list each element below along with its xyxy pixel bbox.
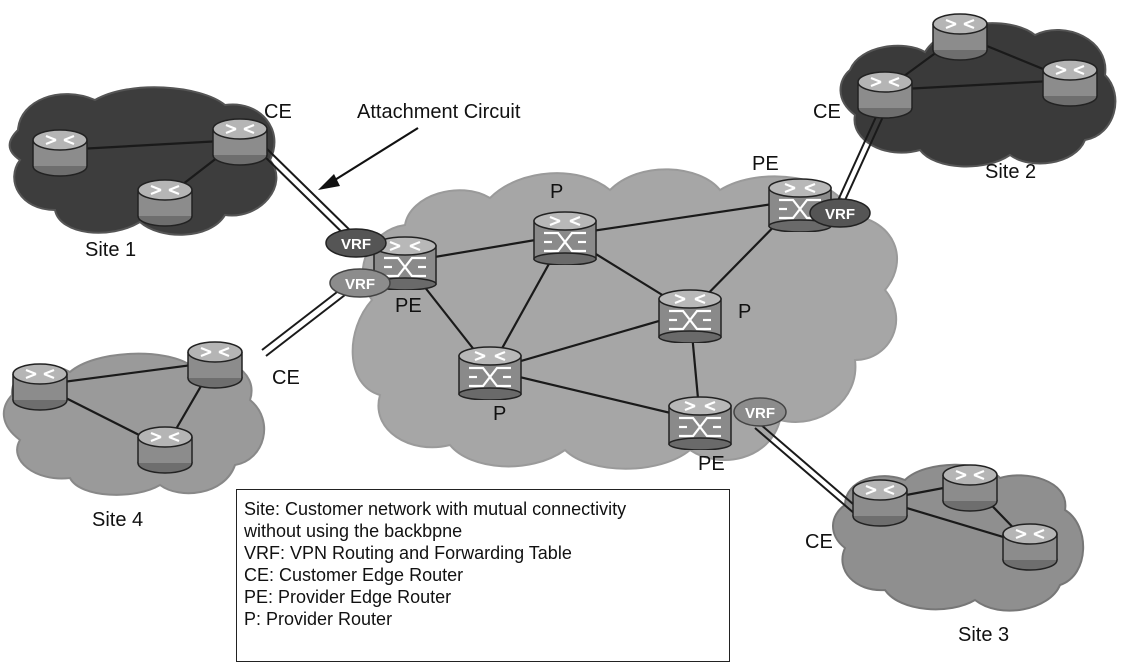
ce-router-site-3-icon: [851, 478, 909, 528]
vrf-tag-top-right: VRF: [809, 198, 871, 228]
vrf-tag-bottom: VRF: [733, 397, 787, 427]
site-3-label: Site 3: [958, 624, 1009, 646]
p-label-right: P: [738, 301, 751, 323]
vrf-label: VRF: [825, 206, 855, 223]
site-1-cloud: [8, 86, 278, 236]
p-router-top-icon: [532, 210, 598, 265]
pe-router-bottom-icon: [667, 395, 733, 450]
vrf-label: VRF: [745, 405, 775, 422]
vrf-label: VRF: [341, 236, 371, 253]
legend-line: VRF: VPN Routing and Forwarding Table: [244, 543, 572, 563]
vrf-tag-left-bottom: VRF: [329, 268, 391, 298]
site-1-label: Site 1: [85, 239, 136, 261]
ce-label-site-4: CE: [272, 367, 300, 389]
p-router-right-icon: [657, 288, 723, 343]
legend-line: Site: Customer network with mutual conne…: [244, 499, 627, 519]
ce-router-site-1-icon: [211, 117, 269, 167]
legend-line: PE: Provider Edge Router: [244, 587, 452, 607]
ce-label-site-1: CE: [264, 101, 292, 123]
legend-line: without using the backbpne: [244, 521, 463, 541]
site-4-router-icon: [136, 425, 194, 475]
ce-label-site-3: CE: [805, 531, 833, 553]
ce-label-site-2: CE: [813, 101, 841, 123]
site-1-router-icon: [136, 178, 194, 228]
pe-label-bottom: PE: [698, 453, 725, 475]
legend-box: Site: Customer network with mutual conne…: [236, 489, 730, 662]
p-router-bottom-icon: [457, 345, 523, 400]
ce-router-site-4-icon: [186, 340, 244, 390]
site-3-router-icon: [941, 463, 999, 513]
vrf-label: VRF: [345, 276, 375, 293]
site-3-router-icon: [1001, 522, 1059, 572]
site-2-label: Site 2: [985, 161, 1036, 183]
site-2-router-icon: [931, 12, 989, 62]
legend-line: CE: Customer Edge Router: [244, 565, 464, 585]
legend-line: P: Provider Router: [244, 609, 393, 629]
site-2-router-icon: [1041, 58, 1099, 108]
vrf-tag-left-top: VRF: [325, 228, 387, 258]
ce-router-site-2-icon: [856, 70, 914, 120]
p-label-bottom: P: [493, 403, 506, 425]
attachment-circuit-label: Attachment Circuit: [357, 101, 521, 123]
p-label-top: P: [550, 181, 563, 203]
pe-label-left: PE: [395, 295, 422, 317]
site-1-router-icon: [31, 128, 89, 178]
pe-label-top-right: PE: [752, 153, 779, 175]
site-4-label: Site 4: [92, 509, 143, 531]
site-4-router-icon: [11, 362, 69, 412]
attachment-circuit-arrow: [318, 127, 419, 190]
